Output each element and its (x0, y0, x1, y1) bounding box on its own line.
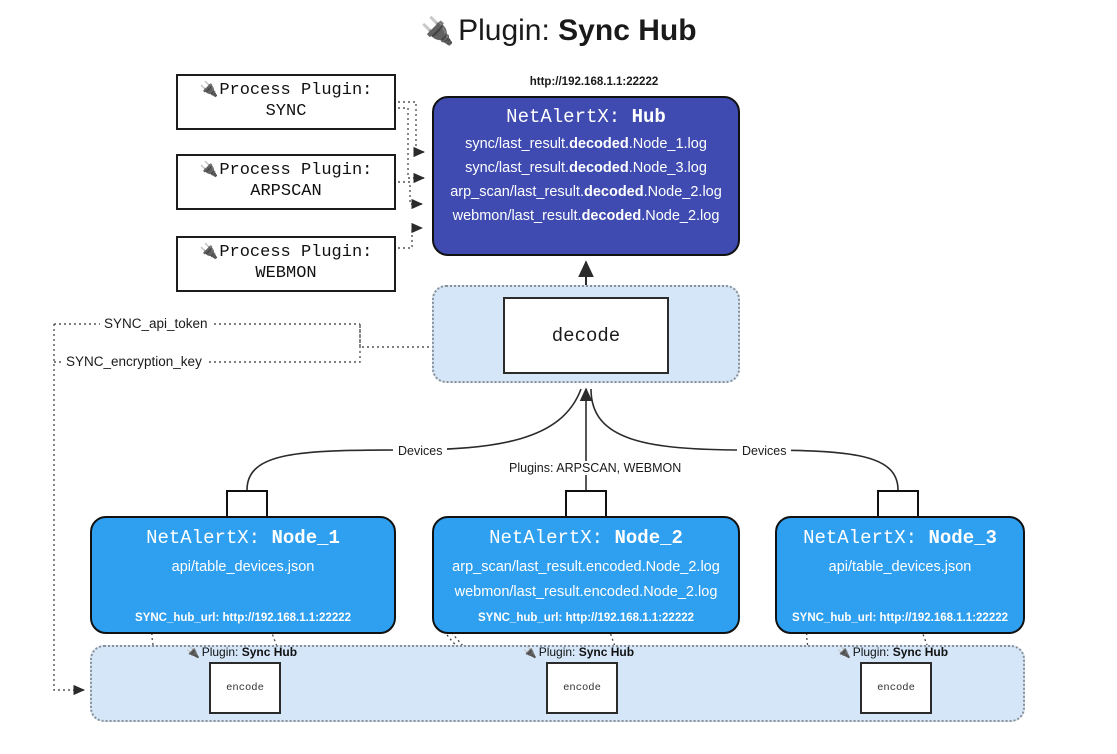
title-name: Sync Hub (558, 14, 697, 47)
sync-api-token-label: SYNC_api_token (100, 316, 212, 331)
node-line: arp_scan/last_result.encoded.Node_2.log (452, 559, 720, 575)
process-plugin-name: SYNC (265, 102, 307, 121)
process-plugin-label: Process Plugin: (219, 243, 373, 263)
node-hub-url: SYNC_hub_url: http://192.168.1.1:22222 (134, 612, 352, 624)
page-title: 🔌Plugin: Sync Hub (0, 14, 1117, 48)
process-plugin-sync[interactable]: 🔌Process Plugin: SYNC (176, 74, 396, 130)
hub-url-label: http://192.168.1.1:22222 (529, 76, 659, 88)
edge-sync-plugin-to-hub-log1 (398, 101, 425, 158)
electric-plug-icon: 🔌 (199, 82, 219, 100)
encode-plugin-label-2: 🔌Plugin: Sync Hub (523, 645, 635, 659)
process-plugin-webmon[interactable]: 🔌Process Plugin: WEBMON (176, 236, 396, 292)
node-line: webmon/last_result.encoded.Node_2.log (454, 584, 718, 601)
edge-webmon-plugin-to-hub-log4 (398, 222, 423, 249)
node-1[interactable]: NetAlertX: Node_1 api/table_devices.json… (90, 516, 396, 634)
node-hub-url: SYNC_hub_url: http://192.168.1.1:22222 (791, 612, 1009, 624)
electric-plug-icon: 🔌 (420, 16, 455, 46)
hub-node[interactable]: NetAlertX: Hub sync/last_result.decoded.… (432, 96, 740, 256)
edge-label-plugins: Plugins: ARPSCAN, WEBMON (504, 461, 687, 475)
hub-title-name: Hub (631, 106, 666, 128)
encode-box-2[interactable]: encode (546, 662, 618, 714)
hub-log-line: sync/last_result.decoded.Node_3.log (465, 159, 707, 176)
hub-log-line: webmon/last_result.decoded.Node_2.log (452, 207, 720, 224)
process-plugin-label: Process Plugin: (219, 81, 373, 101)
edge-sync-plugin-to-hub-log2 (398, 107, 425, 184)
sync-encryption-key-label: SYNC_encryption_key (62, 354, 206, 369)
node-title: NetAlertX: Node_3 (803, 527, 997, 549)
hub-log-line: arp_scan/last_result.decoded.Node_2.log (450, 183, 722, 200)
node-hub-url: SYNC_hub_url: http://192.168.1.1:22222 (477, 612, 695, 624)
electric-plug-icon: 🔌 (199, 162, 219, 180)
encode-plugin-label-1: 🔌Plugin: Sync Hub (186, 645, 298, 659)
process-plugin-name: WEBMON (255, 264, 317, 283)
node-line: api/table_devices.json (171, 559, 315, 575)
node-title: NetAlertX: Node_1 (146, 527, 340, 549)
process-plugin-name: ARPSCAN (250, 182, 322, 201)
electric-plug-icon: 🔌 (837, 646, 851, 659)
node-2[interactable]: NetAlertX: Node_2 arp_scan/last_result.e… (432, 516, 740, 634)
node-3[interactable]: NetAlertX: Node_3 api/table_devices.json… (775, 516, 1025, 634)
electric-plug-icon: 🔌 (199, 244, 219, 262)
node-line: api/table_devices.json (828, 559, 972, 575)
process-plugin-label: Process Plugin: (219, 161, 373, 181)
process-plugin-arpscan[interactable]: 🔌Process Plugin: ARPSCAN (176, 154, 396, 210)
hub-title-prefix: NetAlertX: (506, 106, 621, 128)
hub-title: NetAlertX: Hub (434, 106, 738, 128)
edge-secrets-rail-to-encode-band (53, 324, 85, 696)
electric-plug-icon: 🔌 (523, 646, 537, 659)
hub-log-line: sync/last_result.decoded.Node_1.log (465, 136, 707, 152)
encode-box-1[interactable]: encode (209, 662, 281, 714)
node-title: NetAlertX: Node_2 (489, 527, 683, 549)
edge-arpscan-plugin-to-hub-log3 (398, 181, 423, 210)
decode-box[interactable]: decode (503, 297, 669, 374)
edge-label-devices-left: Devices (393, 444, 448, 458)
encode-plugin-label-3: 🔌Plugin: Sync Hub (837, 645, 949, 659)
title-prefix: Plugin: (458, 14, 550, 47)
edge-label-devices-right: Devices (737, 444, 792, 458)
electric-plug-icon: 🔌 (186, 646, 200, 659)
encode-box-3[interactable]: encode (860, 662, 932, 714)
